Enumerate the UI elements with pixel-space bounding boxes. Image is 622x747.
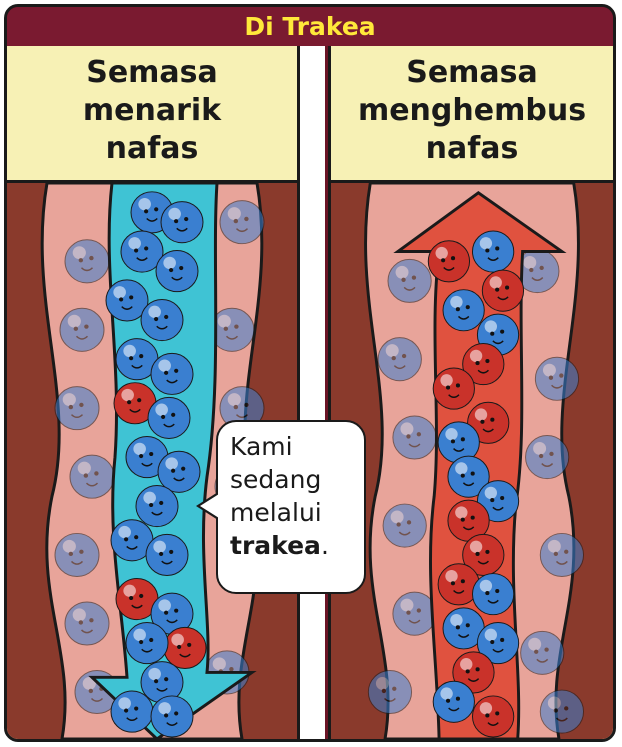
- exhale-molecule-2: [482, 270, 523, 311]
- exhale-molecule-0: [428, 241, 469, 282]
- exhale-panel: Semasa menghembus nafas: [328, 46, 613, 739]
- exhale-heading: Semasa menghembus nafas: [331, 54, 613, 168]
- inhale-molecule-20: [111, 691, 153, 732]
- exhale-heading-line-1: Semasa: [331, 54, 613, 92]
- speech-bold-word: trakea: [230, 531, 321, 560]
- inhale-heading-line-1: Semasa: [7, 54, 297, 92]
- speech-bubble: Kami sedang melalui trakea.: [216, 420, 366, 594]
- inhale-heading-line-2: menarik: [7, 92, 297, 130]
- background-molecule-2: [55, 387, 99, 430]
- inhale-molecule-1: [161, 202, 203, 243]
- background-molecule-5: [65, 602, 109, 645]
- background-molecule-1: [60, 308, 104, 351]
- background-molecule-r1: [378, 338, 421, 381]
- exhale-molecule-3: [443, 290, 484, 331]
- background-molecule-r3: [383, 504, 426, 547]
- exhale-molecule-6: [433, 368, 474, 409]
- exhale-trachea-illustration: [331, 183, 613, 739]
- inhale-molecule-7: [151, 353, 193, 394]
- background-molecule-r9: [521, 631, 564, 674]
- exhale-molecule-19: [472, 696, 513, 737]
- inhale-molecule-12: [136, 485, 178, 526]
- speech-line-3: melalui: [230, 496, 352, 529]
- background-molecule-3: [70, 455, 114, 498]
- inhale-molecule-9: [148, 397, 190, 438]
- exhale-trachea-scene: [331, 180, 613, 739]
- inhale-molecule-21: [151, 696, 193, 737]
- inhale-panel: Semasa menarik nafas: [7, 46, 300, 739]
- background-molecule-4: [55, 533, 99, 576]
- background-molecule-r2: [393, 416, 436, 459]
- inhale-molecule-17: [164, 627, 206, 668]
- panel-divider: [300, 46, 325, 739]
- speech-line-2: sedang: [230, 463, 352, 496]
- exhale-molecule-1: [472, 231, 513, 272]
- inhale-molecule-11: [158, 451, 200, 492]
- inhale-molecule-3: [156, 251, 198, 292]
- exhale-molecule-18: [433, 681, 474, 722]
- background-molecule-r10: [540, 690, 583, 733]
- background-molecule-0: [65, 240, 109, 283]
- exhale-molecule-14: [472, 574, 513, 615]
- diagram-frame: Di Trakea Semasa menarik nafas Semasa me…: [4, 4, 616, 742]
- speech-line-1: Kami: [230, 430, 352, 463]
- inhale-molecule-5: [141, 299, 183, 340]
- diagram-title: Di Trakea: [7, 7, 613, 46]
- background-molecule-10: [220, 201, 264, 244]
- speech-line-4: trakea.: [230, 529, 352, 562]
- inhale-molecule-18: [126, 623, 168, 664]
- exhale-heading-line-2: menghembus: [331, 92, 613, 130]
- inhale-heading: Semasa menarik nafas: [7, 54, 297, 168]
- background-molecule-r0: [388, 259, 431, 302]
- background-molecule-r8: [540, 533, 583, 576]
- background-molecule-r11: [368, 670, 411, 713]
- background-molecule-r7: [526, 436, 569, 479]
- inhale-molecule-14: [146, 534, 188, 575]
- exhale-heading-line-3: nafas: [331, 130, 613, 168]
- background-molecule-r6: [535, 357, 578, 400]
- background-molecule-r4: [393, 592, 436, 635]
- inhale-heading-line-3: nafas: [7, 130, 297, 168]
